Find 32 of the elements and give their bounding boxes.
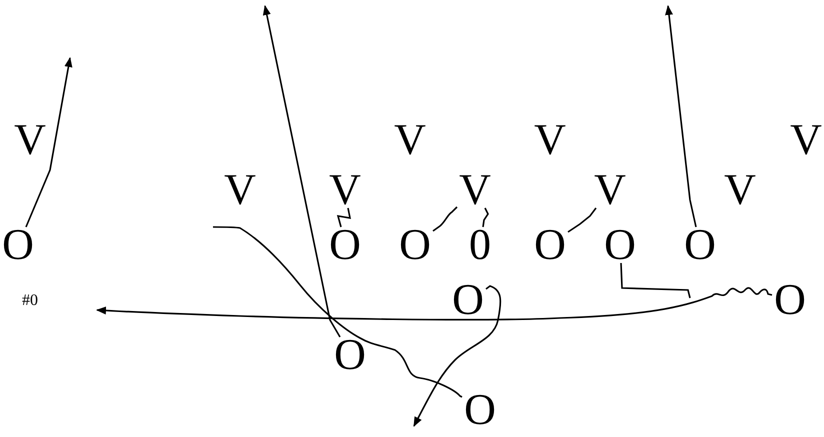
block-line (432, 206, 458, 232)
player-symbol: O (532, 227, 568, 263)
route-arrow (96, 287, 772, 320)
player-symbol: 0 (462, 227, 498, 263)
player-symbol: V (222, 172, 258, 208)
player-symbol: O (397, 227, 433, 263)
player-symbol: O (332, 337, 368, 373)
player-symbol: O (450, 282, 486, 318)
player-symbol: V (392, 122, 428, 158)
player-symbol: V (457, 172, 493, 208)
player-symbol: O (682, 227, 718, 263)
player-symbol: O (0, 227, 36, 263)
player-symbol: V (327, 172, 363, 208)
route-arrow (413, 285, 502, 427)
block-line (568, 208, 597, 233)
player-symbol: O (462, 392, 498, 428)
player-symbol: V (12, 122, 48, 158)
player-symbol: O (772, 282, 808, 318)
block-line (213, 226, 462, 398)
route-arrow (25, 57, 72, 228)
player-number: #0 (22, 292, 38, 310)
route-arrow (262, 5, 341, 338)
player-symbol: V (722, 172, 758, 208)
player-symbol: O (602, 227, 638, 263)
player-symbol: O (327, 227, 363, 263)
player-symbol: V (592, 172, 628, 208)
block-line (620, 262, 691, 298)
route-arrow (665, 5, 697, 228)
player-symbol: V (532, 122, 568, 158)
player-symbol: V (788, 122, 824, 158)
block-line (336, 208, 352, 228)
block-line (482, 208, 489, 228)
